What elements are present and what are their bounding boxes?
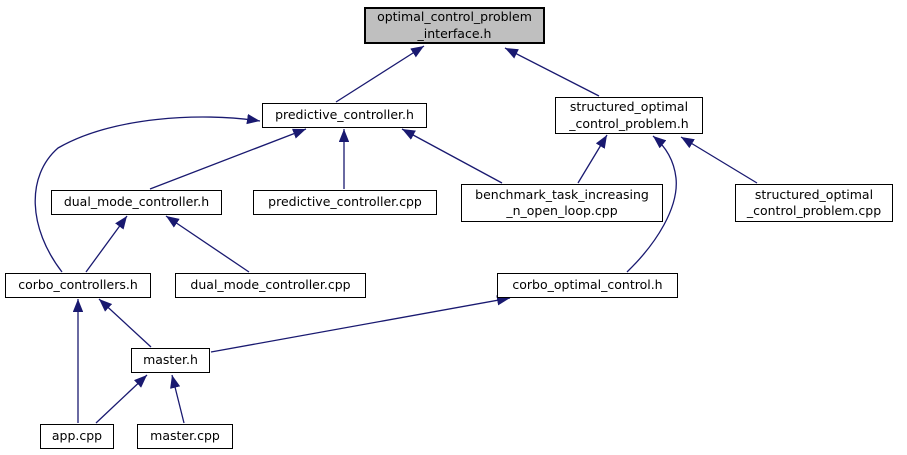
edge-corbo-controllers-h-to-dual-mode-h <box>85 215 128 273</box>
node-predictive-controller-h[interactable]: predictive_controller.h <box>262 103 427 128</box>
node-corbo-controllers-h[interactable]: corbo_controllers.h <box>5 273 151 298</box>
edge-structured-h-to-interface <box>504 47 600 97</box>
edge-structured-cpp-to-structured-h <box>680 136 758 184</box>
node-optimal-control-problem-interface-h[interactable]: optimal_control_problem _interface.h <box>364 7 545 44</box>
edge-dual-mode-h-to-predictive-h <box>149 128 307 190</box>
node-master-cpp[interactable]: master.cpp <box>137 424 233 449</box>
edge-corbo-optimal-h-to-structured-h <box>626 135 677 273</box>
node-dual-mode-controller-cpp[interactable]: dual_mode_controller.cpp <box>175 273 366 298</box>
node-benchmark-task-increasing-n-open-loop-cpp[interactable]: benchmark_task_increasing _n_open_loop.c… <box>461 184 663 222</box>
node-master-h[interactable]: master.h <box>131 348 210 373</box>
edge-benchmark-cpp-to-structured-h <box>577 134 608 184</box>
node-app-cpp[interactable]: app.cpp <box>40 424 114 449</box>
edge-predictive-controller-h-to-interface <box>335 45 425 103</box>
node-dual-mode-controller-h[interactable]: dual_mode_controller.h <box>51 190 222 215</box>
edge-master-h-to-corbo-optimal-h <box>210 295 511 353</box>
node-predictive-controller-cpp[interactable]: predictive_controller.cpp <box>253 190 437 215</box>
node-structured-optimal-control-problem-cpp[interactable]: structured_optimal _control_problem.cpp <box>735 184 893 222</box>
edge-dual-mode-cpp-to-dual-mode-h <box>165 215 250 273</box>
edge-benchmark-cpp-to-predictive-h <box>401 128 503 184</box>
edge-corbo-controllers-h-to-predictive-h <box>34 113 261 273</box>
edge-master-cpp-to-master-h <box>170 374 185 424</box>
edge-app-cpp-to-master-h <box>95 374 148 424</box>
node-corbo-optimal-control-h[interactable]: corbo_optimal_control.h <box>497 273 678 298</box>
node-structured-optimal-control-problem-h[interactable]: structured_optimal _control_problem.h <box>555 97 703 134</box>
edge-master-h-to-corbo-controllers-h <box>98 298 152 348</box>
